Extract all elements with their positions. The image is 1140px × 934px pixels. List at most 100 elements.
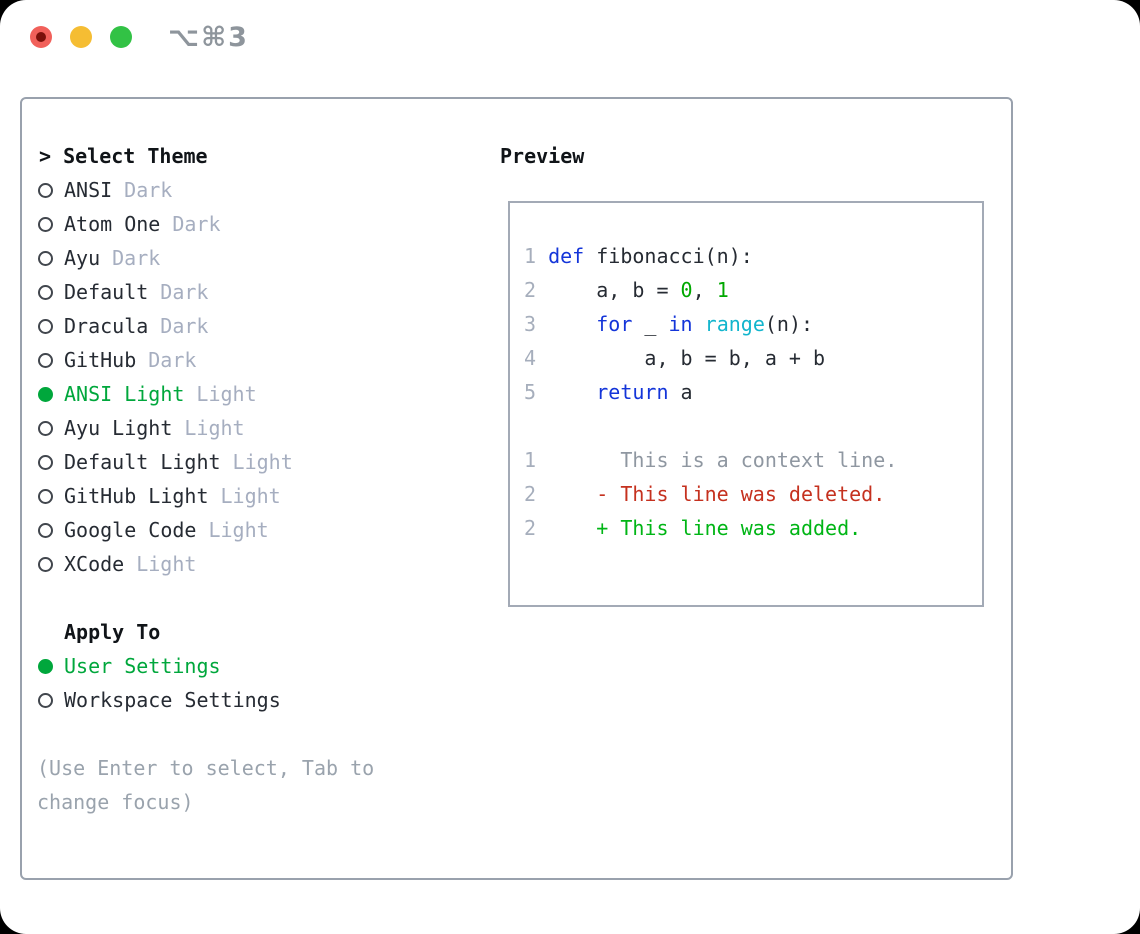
radio-icon bbox=[37, 522, 64, 538]
line-number: 2 bbox=[524, 482, 549, 506]
radio-icon bbox=[37, 318, 64, 334]
filled-circle-icon bbox=[38, 386, 53, 402]
zoom-button[interactable] bbox=[110, 26, 132, 48]
line-number: 2 bbox=[524, 516, 549, 540]
radio-icon bbox=[37, 454, 64, 470]
theme-option[interactable]: XCode Light bbox=[37, 547, 477, 581]
titlebar: ⌥⌘3 bbox=[30, 22, 249, 53]
option-variant-tag: Dark bbox=[160, 314, 209, 338]
code-line: 4 a, b = b, a + b bbox=[524, 341, 982, 375]
code-segment: - This line was deleted. bbox=[596, 482, 886, 506]
option-variant-tag: Dark bbox=[148, 348, 197, 372]
code-segment: , bbox=[692, 278, 717, 302]
hollow-circle-icon bbox=[38, 692, 53, 708]
option-label: XCode bbox=[64, 552, 125, 576]
radio-icon bbox=[37, 556, 64, 572]
hollow-circle-icon bbox=[38, 454, 53, 470]
line-number: 1 bbox=[524, 244, 549, 268]
radio-icon bbox=[37, 284, 64, 300]
hollow-circle-icon bbox=[38, 250, 53, 266]
theme-option[interactable]: Atom One Dark bbox=[37, 207, 477, 241]
code-segment: 1 bbox=[716, 278, 729, 302]
theme-option[interactable]: GitHub Dark bbox=[37, 343, 477, 377]
theme-option[interactable]: Ayu Dark bbox=[37, 241, 477, 275]
close-button[interactable] bbox=[30, 26, 52, 48]
radio-icon bbox=[37, 488, 64, 504]
help-text: (Use Enter to select, Tab to change focu… bbox=[37, 756, 375, 814]
code-segment: a, b = b, a + b bbox=[548, 346, 826, 370]
apply-to-header: Apply To bbox=[64, 620, 161, 644]
hollow-circle-icon bbox=[38, 556, 53, 572]
code-segment bbox=[693, 312, 705, 336]
option-label: Atom One bbox=[64, 212, 161, 236]
option-label: User Settings bbox=[64, 654, 221, 678]
code-segment: for bbox=[596, 312, 633, 336]
close-button-dot bbox=[36, 32, 46, 42]
line-number: 3 bbox=[524, 312, 549, 336]
minimize-button[interactable] bbox=[70, 26, 92, 48]
code-segment bbox=[548, 516, 596, 540]
option-label: ANSI Light bbox=[64, 382, 185, 406]
spacer bbox=[37, 581, 477, 615]
apply-to-option[interactable]: User Settings bbox=[37, 649, 477, 683]
option-variant-tag: Light bbox=[136, 552, 197, 576]
option-variant-tag: Light bbox=[196, 382, 257, 406]
radio-icon bbox=[37, 250, 64, 266]
radio-icon bbox=[37, 216, 64, 232]
hollow-circle-icon bbox=[38, 420, 53, 436]
theme-option[interactable]: Ayu Light Light bbox=[37, 411, 477, 445]
option-label: GitHub Light bbox=[64, 484, 209, 508]
line-number: 2 bbox=[524, 278, 549, 302]
option-label: Google Code bbox=[64, 518, 197, 542]
hollow-circle-icon bbox=[38, 522, 53, 538]
option-label: Default Light bbox=[64, 450, 221, 474]
option-label: Default bbox=[64, 280, 149, 304]
radio-selected-icon bbox=[37, 386, 64, 402]
code-line: 5 return a bbox=[524, 375, 982, 409]
radio-icon bbox=[37, 692, 64, 708]
theme-option[interactable]: GitHub Light Light bbox=[37, 479, 477, 513]
option-label: GitHub bbox=[64, 348, 137, 372]
code-segment: range bbox=[704, 312, 765, 336]
option-label: Ayu bbox=[64, 246, 101, 270]
preview-title: Preview bbox=[500, 144, 585, 168]
option-variant-tag: Light bbox=[184, 416, 245, 440]
code-segment bbox=[548, 380, 596, 404]
radio-selected-icon bbox=[37, 658, 64, 674]
code-segment bbox=[548, 312, 596, 336]
theme-option[interactable]: ANSI Light Light bbox=[37, 377, 477, 411]
line-number: 1 bbox=[524, 448, 549, 472]
code-line: 2 a, b = 0, 1 bbox=[524, 273, 982, 307]
code-segment: return bbox=[596, 380, 669, 404]
hollow-circle-icon bbox=[38, 352, 53, 368]
code-segment: (n): bbox=[764, 312, 814, 336]
code-line: 1 def fibonacci(n): bbox=[524, 239, 982, 273]
radio-icon bbox=[37, 420, 64, 436]
option-variant-tag: Light bbox=[220, 484, 281, 508]
theme-option[interactable]: Default Dark bbox=[37, 275, 477, 309]
option-variant-tag: Dark bbox=[112, 246, 161, 270]
code-segment: This is a context line. bbox=[548, 448, 898, 472]
code-line: 2 - This line was deleted. bbox=[524, 477, 982, 511]
radio-icon bbox=[37, 182, 64, 198]
option-variant-tag: Dark bbox=[160, 280, 209, 304]
option-variant-tag: Dark bbox=[124, 178, 173, 202]
option-label: Ayu Light bbox=[64, 416, 173, 440]
option-variant-tag: Dark bbox=[172, 212, 221, 236]
apply-to-option[interactable]: Workspace Settings bbox=[37, 683, 477, 717]
code-line: 2 + This line was added. bbox=[524, 511, 982, 545]
preview-column: Preview 1 def fibonacci(n):2 a, b = 0, 1… bbox=[500, 139, 984, 607]
hollow-circle-icon bbox=[38, 182, 53, 198]
code-segment: _ bbox=[632, 312, 669, 336]
option-label: Workspace Settings bbox=[64, 688, 281, 712]
